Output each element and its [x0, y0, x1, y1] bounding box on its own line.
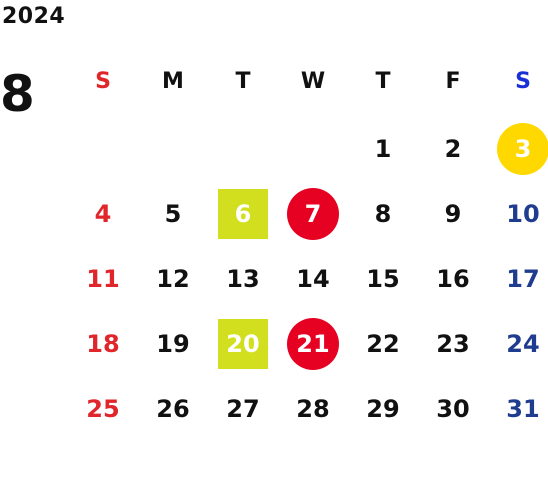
weekday-thursday: T: [375, 68, 391, 94]
day-number: 9: [444, 199, 462, 228]
day-number: 13: [226, 264, 260, 293]
day-number: 22: [366, 329, 400, 358]
month-number: 8: [0, 65, 35, 123]
day-number: 3: [514, 134, 532, 163]
day-number: 12: [156, 264, 190, 293]
empty-day-cell: [278, 116, 348, 181]
day-number: 29: [366, 394, 400, 423]
day-cell: 16: [418, 246, 488, 311]
day-number: 28: [296, 394, 330, 423]
day-cell: 29: [348, 376, 418, 441]
day-number: 26: [156, 394, 190, 423]
day-number: 10: [506, 199, 540, 228]
empty-day-cell: [68, 116, 138, 181]
day-cell: 17: [488, 246, 548, 311]
calendar-week-row: 18 19 20 21 22 23 24: [68, 311, 548, 376]
day-cell: 26: [138, 376, 208, 441]
weekday-friday: F: [445, 68, 461, 94]
calendar-week-row: 4 5 6 7 8 9 10: [68, 181, 548, 246]
day-number: 24: [506, 329, 540, 358]
day-cell: 9: [418, 181, 488, 246]
day-cell: 27: [208, 376, 278, 441]
day-cell: 5: [138, 181, 208, 246]
day-cell: 21: [278, 311, 348, 376]
day-cell: 8: [348, 181, 418, 246]
day-cell: 3: [488, 116, 548, 181]
day-number: 21: [296, 329, 330, 358]
calendar-week-row: 25 26 27 28 29 30 31: [68, 376, 548, 441]
weekday-sunday: S: [95, 68, 111, 94]
day-cell: 25: [68, 376, 138, 441]
day-cell: 24: [488, 311, 548, 376]
day-cell: 13: [208, 246, 278, 311]
day-cell: 1: [348, 116, 418, 181]
day-cell: 11: [68, 246, 138, 311]
day-cell: 20: [208, 311, 278, 376]
empty-day-cell: [208, 116, 278, 181]
weekday-tuesday: T: [235, 68, 251, 94]
weekday-saturday: S: [515, 68, 531, 94]
weekday-wednesday: W: [300, 68, 326, 94]
day-cell: 23: [418, 311, 488, 376]
day-number: 23: [436, 329, 470, 358]
day-cell: 31: [488, 376, 548, 441]
day-cell: 30: [418, 376, 488, 441]
year-label: 2024: [2, 4, 66, 29]
empty-day-cell: [138, 116, 208, 181]
day-cell: 19: [138, 311, 208, 376]
calendar-week-row: 11 12 13 14 15 16 17: [68, 246, 548, 311]
day-cell: 7: [278, 181, 348, 246]
day-number: 1: [374, 134, 392, 163]
day-number: 27: [226, 394, 260, 423]
day-number: 17: [506, 264, 540, 293]
day-number: 8: [374, 199, 392, 228]
day-cell: 6: [208, 181, 278, 246]
day-number: 14: [296, 264, 330, 293]
highlight-square: [218, 318, 268, 369]
day-number: 31: [506, 394, 540, 423]
day-number: 2: [444, 134, 462, 163]
day-number: 19: [156, 329, 190, 358]
day-number: 18: [86, 329, 120, 358]
day-cell: 22: [348, 311, 418, 376]
day-number: 5: [164, 199, 182, 228]
day-cell: 4: [68, 181, 138, 246]
day-number: 30: [436, 394, 470, 423]
day-number: 4: [94, 199, 112, 228]
weekday-monday: M: [162, 68, 184, 94]
day-cell: 15: [348, 246, 418, 311]
highlight-circle: [497, 122, 548, 175]
highlight-circle: [287, 317, 339, 370]
day-number: 16: [436, 264, 470, 293]
day-cell: 12: [138, 246, 208, 311]
day-number: 6: [234, 199, 252, 228]
day-number: 7: [304, 199, 322, 228]
day-number: 11: [86, 264, 120, 293]
day-number: 25: [86, 394, 120, 423]
day-cell: 10: [488, 181, 548, 246]
weekday-header-row: S M T W T F S: [68, 46, 548, 116]
day-cell: 14: [278, 246, 348, 311]
highlight-circle: [287, 187, 339, 240]
day-cell: 28: [278, 376, 348, 441]
day-cell: 18: [68, 311, 138, 376]
highlight-square: [218, 188, 268, 239]
day-number: 15: [366, 264, 400, 293]
calendar-week-row: 1 2 3: [68, 116, 548, 181]
day-number: 20: [226, 329, 260, 358]
day-cell: 2: [418, 116, 488, 181]
